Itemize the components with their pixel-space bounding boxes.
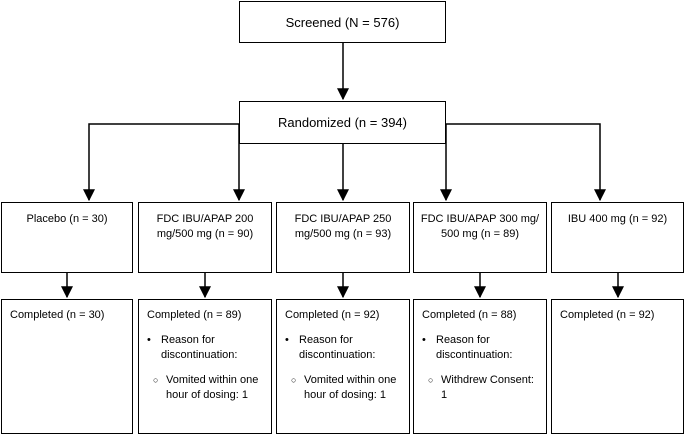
reason-detail: Withdrew Consent: 1: [441, 374, 534, 401]
completed-box-fdc-200: Completed (n = 89) • Reason for disconti…: [138, 299, 272, 434]
reason-sub-bullet: ○ Vomited within one hour of dosing: 1: [285, 373, 403, 403]
reason-label: Reason for discontinuation:: [161, 334, 238, 361]
arm-title: IBU 400 mg (n = 92): [567, 213, 668, 225]
arm-box-fdc-250: FDC IBU/APAP 250 mg/500 mg (n = 93): [276, 202, 410, 273]
randomized-label: Randomized (n = 394): [278, 115, 407, 130]
reason-sub-bullet: ○ Withdrew Consent: 1: [422, 373, 540, 403]
completed-label: Completed (n = 89): [147, 309, 242, 321]
completed-label: Completed (n = 92): [285, 309, 380, 321]
bullet-icon: •: [422, 334, 426, 346]
bullet-icon: •: [285, 334, 289, 346]
arm-title: Placebo (n = 30): [26, 213, 108, 225]
branch-right: [446, 123, 606, 202]
arm-title: FDC IBU/APAP 250 mg/500 mg (n = 93): [294, 213, 392, 240]
reason-detail: Vomited within one hour of dosing: 1: [166, 374, 259, 401]
completed-box-fdc-300: Completed (n = 88) • Reason for disconti…: [413, 299, 547, 434]
reason-bullet: • Reason for discontinuation:: [285, 333, 403, 363]
completed-label: Completed (n = 92): [560, 309, 655, 321]
screened-box: Screened (N = 576): [239, 1, 446, 43]
arm-box-fdc-200: FDC IBU/APAP 200 mg/500 mg (n = 90): [138, 202, 272, 273]
reason-bullet: • Reason for discontinuation:: [147, 333, 265, 363]
arm-title: FDC IBU/APAP 300 mg/ 500 mg (n = 89): [420, 213, 540, 240]
ring-bullet-icon: ○: [291, 375, 297, 385]
completed-box-placebo: Completed (n = 30): [1, 299, 133, 434]
reason-sub-bullet: ○ Vomited within one hour of dosing: 1: [147, 373, 265, 403]
completed-box-ibu-400: Completed (n = 92): [551, 299, 684, 434]
arm-box-placebo: Placebo (n = 30): [1, 202, 133, 273]
branch-left: [83, 123, 239, 202]
completed-box-fdc-250: Completed (n = 92) • Reason for disconti…: [276, 299, 410, 434]
screened-label: Screened (N = 576): [285, 14, 400, 30]
reason-detail: Vomited within one hour of dosing: 1: [304, 374, 397, 401]
arm-box-ibu-400: IBU 400 mg (n = 92): [551, 202, 684, 273]
ring-bullet-icon: ○: [428, 375, 434, 385]
ring-bullet-icon: ○: [153, 375, 159, 385]
arm-title: FDC IBU/APAP 200 mg/500 mg (n = 90): [156, 213, 254, 240]
reason-label: Reason for discontinuation:: [299, 334, 376, 361]
bullet-icon: •: [147, 334, 151, 346]
randomized-box: Randomized (n = 394): [239, 101, 446, 144]
completed-label: Completed (n = 88): [422, 309, 517, 321]
reason-bullet: • Reason for discontinuation:: [422, 333, 540, 363]
reason-label: Reason for discontinuation:: [436, 334, 513, 361]
arm-box-fdc-300: FDC IBU/APAP 300 mg/ 500 mg (n = 89): [413, 202, 547, 273]
completed-label: Completed (n = 30): [10, 309, 105, 321]
